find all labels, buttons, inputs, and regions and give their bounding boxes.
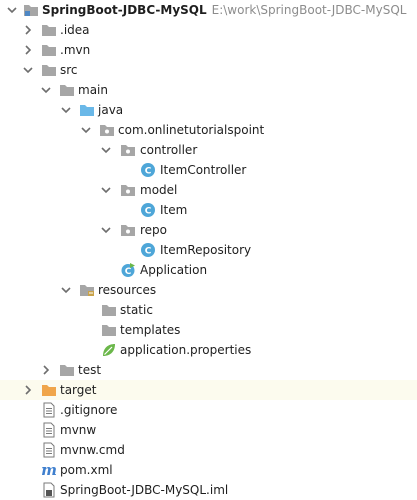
package-icon bbox=[121, 145, 135, 156]
svg-text:C: C bbox=[125, 267, 132, 277]
chevron-right-icon[interactable] bbox=[22, 24, 34, 36]
maven-icon: m bbox=[41, 462, 57, 478]
text-file-icon bbox=[43, 442, 55, 458]
tree-label: Item bbox=[160, 203, 188, 217]
java-class-icon: C bbox=[141, 203, 155, 217]
chevron-down-icon[interactable] bbox=[22, 64, 34, 76]
tree-label: src bbox=[60, 63, 78, 77]
chevron-down-icon[interactable] bbox=[80, 124, 92, 136]
tree-row-templates[interactable]: templates bbox=[0, 320, 417, 340]
tree-row-idea[interactable]: .idea bbox=[0, 20, 417, 40]
tree-row-mvnw[interactable]: mvnw bbox=[0, 420, 417, 440]
java-class-icon: C bbox=[141, 243, 155, 257]
tree-label: main bbox=[78, 83, 108, 97]
tree-label: model bbox=[140, 183, 178, 197]
tree-row-application[interactable]: C Application bbox=[0, 260, 417, 280]
tree-label: mvnw bbox=[60, 423, 97, 437]
chevron-down-icon[interactable] bbox=[100, 184, 112, 196]
folder-icon bbox=[60, 85, 74, 96]
tree-row-item-controller[interactable]: C ItemController bbox=[0, 160, 417, 180]
tree-row-target[interactable]: target bbox=[0, 380, 417, 400]
tree-label: Application bbox=[140, 263, 208, 277]
folder-icon bbox=[42, 25, 56, 36]
package-icon bbox=[121, 185, 135, 196]
package-icon bbox=[100, 125, 114, 136]
tree-label: .mvn bbox=[60, 43, 91, 57]
chevron-down-icon[interactable] bbox=[60, 284, 72, 296]
spring-leaf-icon bbox=[103, 344, 115, 356]
chevron-down-icon[interactable] bbox=[100, 224, 112, 236]
tree-label: ItemController bbox=[160, 163, 247, 177]
tree-row-resources[interactable]: resources bbox=[0, 280, 417, 300]
tree-label: pom.xml bbox=[60, 463, 113, 477]
project-name: SpringBoot-JDBC-MySQL bbox=[42, 3, 207, 17]
tree-row-model[interactable]: model bbox=[0, 180, 417, 200]
java-class-icon: C bbox=[141, 163, 155, 177]
tree-row-main[interactable]: main bbox=[0, 80, 417, 100]
tree-label: application.properties bbox=[120, 343, 252, 357]
folder-icon bbox=[102, 325, 116, 336]
module-file-icon bbox=[43, 482, 55, 498]
tree-row-test[interactable]: test bbox=[0, 360, 417, 380]
chevron-right-icon[interactable] bbox=[40, 364, 52, 376]
folder-icon bbox=[60, 365, 74, 376]
tree-row-controller[interactable]: controller bbox=[0, 140, 417, 160]
tree-label: resources bbox=[98, 283, 157, 297]
tree-label: test bbox=[78, 363, 102, 377]
resources-folder-icon bbox=[80, 285, 94, 296]
chevron-down-icon[interactable] bbox=[40, 84, 52, 96]
chevron-right-icon[interactable] bbox=[22, 44, 34, 56]
tree-label: .gitignore bbox=[60, 403, 118, 417]
tree-label: .idea bbox=[60, 23, 90, 37]
chevron-down-icon[interactable] bbox=[60, 104, 72, 116]
tree-row-item[interactable]: C Item bbox=[0, 200, 417, 220]
text-file-icon bbox=[43, 402, 55, 418]
tree-row-static[interactable]: static bbox=[0, 300, 417, 320]
svg-text:m: m bbox=[41, 462, 57, 478]
tree-row-iml[interactable]: SpringBoot-JDBC-MySQL.iml bbox=[0, 480, 417, 500]
tree-row-src[interactable]: src bbox=[0, 60, 417, 80]
tree-label: mvnw.cmd bbox=[60, 443, 125, 457]
svg-text:C: C bbox=[145, 207, 152, 217]
tree-row-item-repository[interactable]: C ItemRepository bbox=[0, 240, 417, 260]
tree-label: SpringBoot-JDBC-MySQL.iml bbox=[60, 483, 229, 497]
spring-boot-class-icon: C bbox=[121, 263, 135, 277]
tree-label: templates bbox=[120, 323, 181, 337]
tree-label: target bbox=[60, 383, 97, 397]
svg-text:C: C bbox=[145, 167, 152, 177]
folder-icon bbox=[42, 45, 56, 56]
tree-row-project-root[interactable]: SpringBoot-JDBC-MySQL E:\work\SpringBoot-… bbox=[0, 0, 417, 20]
source-folder-icon bbox=[80, 105, 94, 116]
chevron-right-icon[interactable] bbox=[22, 384, 34, 396]
tree-row-package[interactable]: com.onlinetutorialspoint bbox=[0, 120, 417, 140]
tree-label: controller bbox=[140, 143, 198, 157]
svg-text:C: C bbox=[145, 247, 152, 257]
tree-row-repo[interactable]: repo bbox=[0, 220, 417, 240]
package-icon bbox=[121, 225, 135, 236]
chevron-down-icon[interactable] bbox=[100, 144, 112, 156]
text-file-icon bbox=[43, 422, 55, 438]
tree-label: java bbox=[98, 103, 124, 117]
tree-row-java[interactable]: java bbox=[0, 100, 417, 120]
folder-icon bbox=[102, 305, 116, 316]
tree-row-mvnw-cmd[interactable]: mvnw.cmd bbox=[0, 440, 417, 460]
folder-icon bbox=[42, 65, 56, 76]
project-folder-icon bbox=[24, 5, 38, 16]
chevron-down-icon[interactable] bbox=[6, 4, 18, 16]
project-path: E:\work\SpringBoot-JDBC-MySQL bbox=[211, 3, 407, 17]
tree-row-mvn[interactable]: .mvn bbox=[0, 40, 417, 60]
tree-row-application-properties[interactable]: application.properties bbox=[0, 340, 417, 360]
tree-label: repo bbox=[140, 223, 168, 237]
tree-row-gitignore[interactable]: .gitignore bbox=[0, 400, 417, 420]
tree-label: static bbox=[120, 303, 153, 317]
excluded-folder-icon bbox=[42, 385, 56, 396]
tree-label: ItemRepository bbox=[160, 243, 252, 257]
tree-row-pom[interactable]: m pom.xml bbox=[0, 460, 417, 480]
tree-label: com.onlinetutorialspoint bbox=[118, 123, 265, 137]
